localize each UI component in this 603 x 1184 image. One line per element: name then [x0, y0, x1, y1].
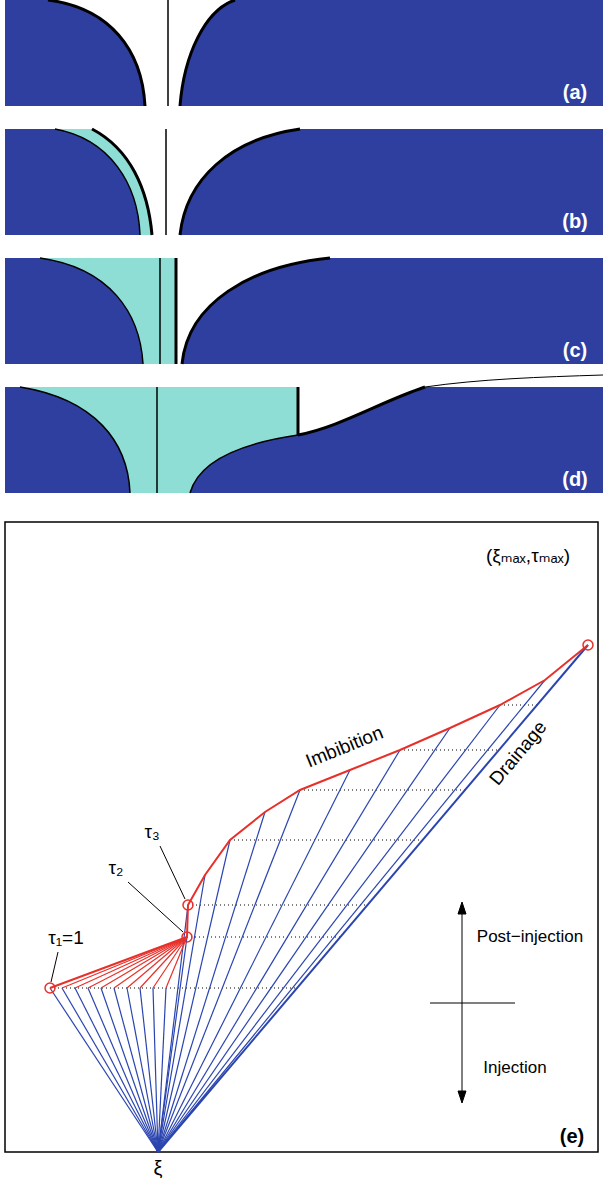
panel-a	[5, 0, 603, 106]
panel-label: (d)	[562, 468, 588, 490]
panel-label: (a)	[563, 81, 587, 103]
curve-label: Imbibition	[303, 722, 386, 772]
panel-e	[5, 522, 598, 1152]
point-label: τ₁=1	[48, 928, 84, 949]
panel-label: (b)	[562, 210, 588, 232]
curve-label: Drainage	[486, 717, 552, 789]
point-label: τ₃	[144, 822, 159, 843]
point-label: τ₂	[109, 858, 124, 879]
panel-label: (c)	[563, 339, 587, 361]
axis-label: ξ	[154, 1157, 163, 1179]
panel-d	[5, 375, 603, 493]
panel-c	[5, 258, 603, 364]
panel-b	[5, 129, 603, 235]
phase-label: Injection	[483, 1059, 546, 1078]
panel-label: (e)	[560, 1125, 584, 1147]
point-label: (ξₘₐₓ,τₘₐₓ)	[486, 546, 570, 567]
phase-label: Post−injection	[477, 928, 583, 947]
